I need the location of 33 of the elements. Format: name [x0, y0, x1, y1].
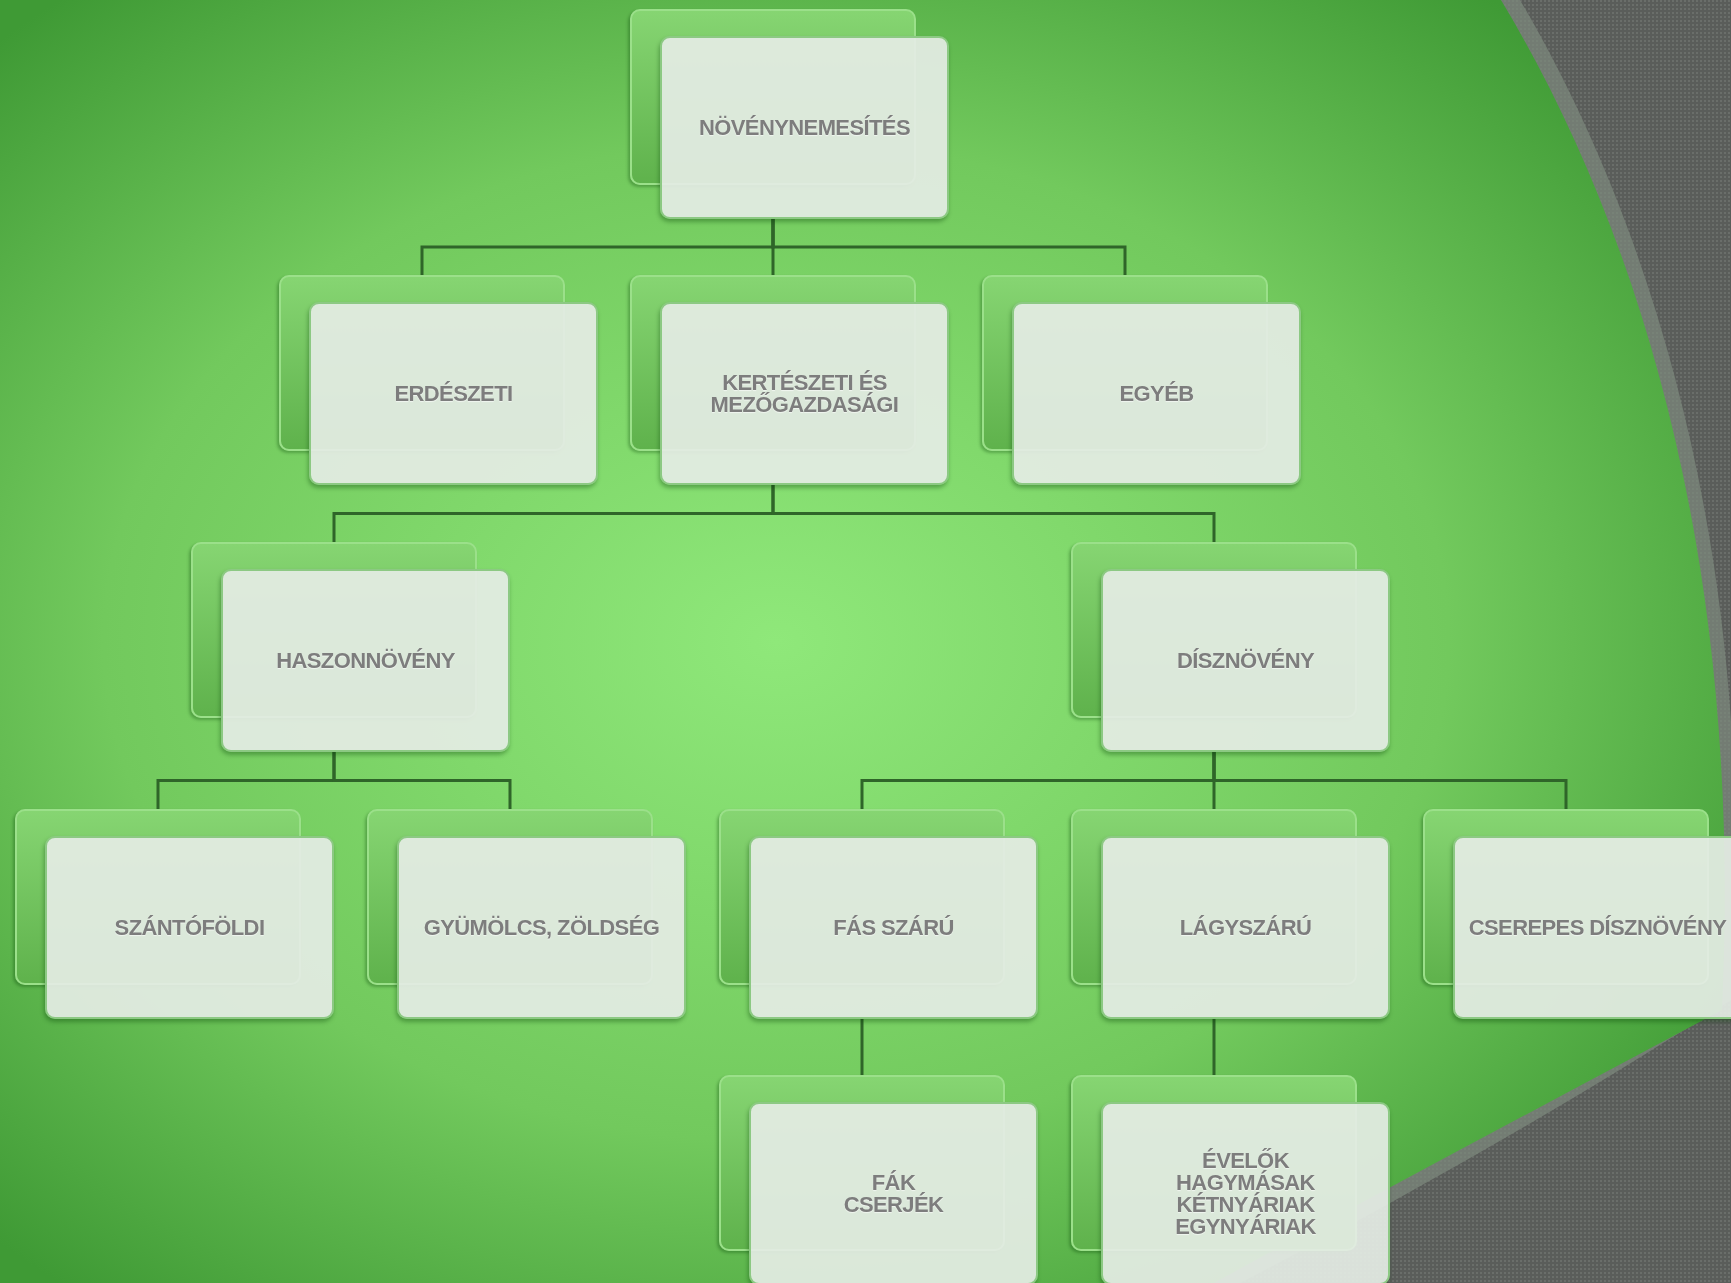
stacked-card [719, 809, 1038, 1019]
node-label: NÖVÉNYNEMESÍTÉS [698, 116, 910, 139]
node-label: FÁS SZÁRÚ [833, 916, 954, 939]
node-label: EGYNYÁRIAK [1175, 1215, 1316, 1238]
stacked-card [719, 1075, 1038, 1283]
stacked-card [367, 809, 686, 1019]
node-label: CSEREPES DÍSZNÖVÉNY [1468, 916, 1727, 939]
stacked-card [15, 809, 334, 1019]
node-label: ERDÉSZETI [394, 382, 513, 405]
node-label: GYÜMÖLCS, ZÖLDSÉG [423, 916, 660, 939]
connector-line [771, 485, 1216, 542]
node-label: KERTÉSZETI ÉS MEZŐGAZDASÁGI [709, 371, 900, 416]
stacked-card [982, 275, 1301, 485]
stacked-card [1071, 809, 1390, 1019]
stacked-card [630, 9, 949, 219]
stacked-card [630, 275, 949, 485]
node-label: CSERJÉK [843, 1193, 944, 1216]
node-label: DÍSZNÖVÉNY [1177, 649, 1314, 672]
connector-line [860, 1019, 864, 1075]
stacked-card [1071, 1075, 1390, 1283]
connector-line [332, 752, 512, 809]
stacked-card [279, 275, 598, 485]
connector-line [771, 219, 1127, 275]
node-label: FÁK [871, 1171, 916, 1194]
node-label: EGYÉB [1119, 382, 1194, 405]
stacked-card [1071, 542, 1390, 752]
stacked-card [191, 542, 510, 752]
node-label: SZÁNTÓFÖLDI [114, 916, 265, 939]
stacked-card [1423, 809, 1731, 1019]
node-label: LÁGYSZÁRÚ [1179, 916, 1312, 939]
connector-line [1212, 1019, 1216, 1075]
connector-line [1212, 752, 1568, 809]
node-label: HASZONNÖVÉNY [276, 649, 455, 672]
